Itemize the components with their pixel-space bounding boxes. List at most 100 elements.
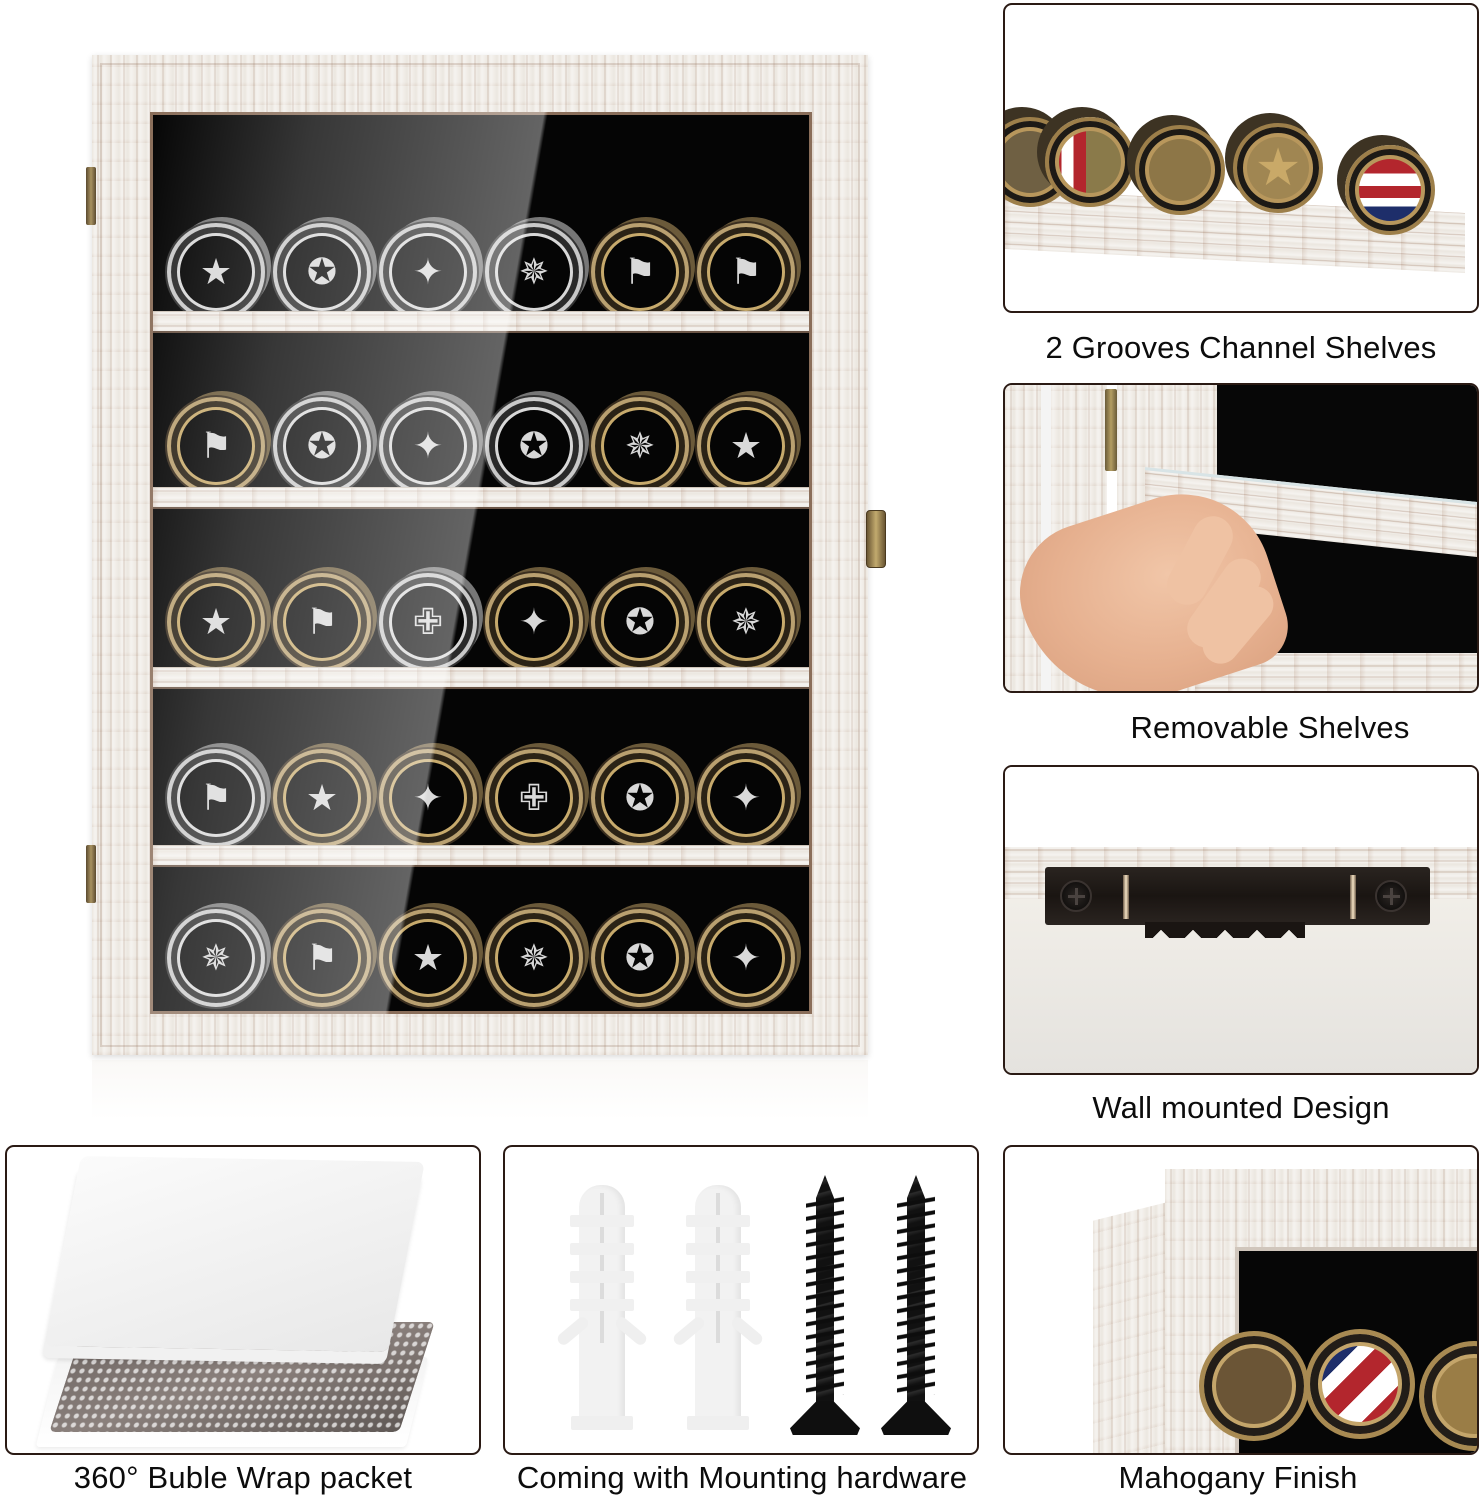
cabinet-window	[1199, 1247, 1477, 1453]
coin: ✪	[591, 573, 689, 671]
feature-panel-removable	[1003, 383, 1479, 693]
caption-grooves: 2 Grooves Channel Shelves	[1045, 330, 1437, 365]
coin	[1199, 1331, 1309, 1441]
firefighter-icon: ✙	[412, 601, 444, 642]
caption-wall-mount: Wall mounted Design	[1092, 1090, 1390, 1125]
flag-icon: ⚑	[305, 601, 339, 642]
sawtooth-hanger	[1045, 867, 1430, 925]
screw-icon	[790, 1175, 860, 1435]
coin: ⚑	[167, 749, 265, 847]
shelf-row-3: ★ ⚑ ✙ ✦ ✪ ✵	[153, 573, 809, 673]
soldier-icon: ✪	[624, 937, 656, 978]
coin: ✪	[591, 909, 689, 1007]
latch[interactable]	[866, 510, 886, 568]
coin: ✦	[379, 397, 477, 495]
coin: ✪	[485, 397, 583, 495]
cross-icon: ✙	[518, 777, 550, 818]
coin: ✙	[485, 749, 583, 847]
coin: ✦	[697, 749, 795, 847]
coin	[1135, 125, 1225, 215]
coin: ✦	[379, 749, 477, 847]
coin	[1345, 145, 1435, 235]
hinge-bottom	[86, 845, 96, 903]
coin: ✪	[591, 749, 689, 847]
coin: ✦	[379, 223, 477, 321]
coin: ✵	[591, 397, 689, 495]
screw-icon	[1060, 880, 1092, 912]
coin: ★	[697, 397, 795, 495]
target-icon: ✵	[624, 425, 656, 466]
coin: ✵	[697, 573, 795, 671]
coin: ⚑	[591, 223, 689, 321]
coin: ★	[379, 909, 477, 1007]
flag-icon: ⚑	[623, 251, 657, 292]
highlight	[1123, 875, 1129, 919]
coin: ✦	[697, 909, 795, 1007]
flag-icon: ⚑	[305, 937, 339, 978]
badge-icon: ✪	[518, 425, 550, 466]
flag-icon: ⚑	[199, 777, 233, 818]
coin: ✙	[379, 573, 477, 671]
coin: ✪	[273, 397, 371, 495]
highlight	[1350, 875, 1356, 919]
shelf-row-1: ★ ✪ ✦ ✵ ⚑ ⚑	[153, 223, 809, 323]
eagle-icon: ✦	[412, 251, 444, 292]
eagle-icon: ✦	[412, 777, 444, 818]
badge-icon: ✪	[306, 251, 338, 292]
coin: ⚑	[697, 223, 795, 321]
badge-icon: ✪	[624, 777, 656, 818]
caption-finish: Mahogany Finish	[1118, 1460, 1358, 1495]
hanger-teeth	[1145, 922, 1305, 938]
coin: ✵	[485, 909, 583, 1007]
shelf-row-5: ✵ ⚑ ★ ✵ ✪ ✦	[153, 909, 809, 1009]
wall-anchor-icon	[671, 1185, 765, 1430]
coin: ★	[167, 573, 265, 671]
cabinet-side	[1093, 1202, 1168, 1453]
star-icon: ★	[729, 425, 763, 466]
feature-panel-bubble-wrap	[5, 1145, 481, 1455]
coin: ★	[1233, 123, 1323, 213]
shelf-row-2: ⚑ ✪ ✦ ✪ ✵ ★	[153, 397, 809, 497]
shelf-3	[153, 667, 809, 689]
badge-icon: ✪	[306, 425, 338, 466]
capitol-icon: ✦	[518, 601, 550, 642]
eagle-icon: ✦	[730, 777, 762, 818]
feature-panel-hardware	[503, 1145, 979, 1455]
shelf-2	[153, 487, 809, 509]
caption-hardware: Coming with Mounting hardware	[516, 1460, 968, 1495]
floor-reflection	[92, 1060, 868, 1120]
foam-lid	[44, 1156, 425, 1352]
sun-icon: ✵	[518, 937, 550, 978]
screw-icon	[1375, 880, 1407, 912]
snake-icon: ✵	[730, 601, 762, 642]
coin: ✵	[485, 223, 583, 321]
coin: ⚑	[273, 573, 371, 671]
shelf-4	[153, 845, 809, 867]
feature-panel-finish	[1003, 1145, 1479, 1455]
coin: ⚑	[167, 397, 265, 495]
lion-icon: ✵	[200, 937, 232, 978]
coin: ★	[167, 223, 265, 321]
hinge-top	[86, 167, 96, 225]
eagle-icon: ✦	[412, 425, 444, 466]
coin: ✦	[485, 573, 583, 671]
star-icon: ★	[199, 251, 233, 292]
coin	[1305, 1329, 1415, 1439]
caption-removable: Removable Shelves	[1130, 710, 1410, 745]
coin: ✵	[167, 909, 265, 1007]
eagle-icon: ✦	[730, 937, 762, 978]
wall-anchor-icon	[555, 1185, 649, 1430]
cabinet-interior: ★ ✪ ✦ ✵ ⚑ ⚑ ⚑ ✪ ✦ ✪ ✵ ★ ★ ⚑ ✙ ✦ ✪ ✵	[150, 112, 812, 1014]
coin: ✪	[273, 223, 371, 321]
flag-icon: ⚑	[729, 251, 763, 292]
frame-bevel	[100, 63, 860, 1047]
coin-display-cabinet: ★ ✪ ✦ ✵ ⚑ ⚑ ⚑ ✪ ✦ ✪ ✵ ★ ★ ⚑ ✙ ✦ ✪ ✵	[86, 55, 886, 1055]
soldier-icon: ★	[411, 937, 445, 978]
coin: ⚑	[273, 909, 371, 1007]
shelf-1	[153, 311, 809, 333]
hinge-icon	[1105, 389, 1117, 471]
soldier-icon: ★	[199, 601, 233, 642]
caption-bubble-wrap: 360° Buble Wrap packet	[73, 1460, 413, 1495]
feature-panel-wall-mount	[1003, 765, 1479, 1075]
screw-icon	[881, 1175, 951, 1435]
